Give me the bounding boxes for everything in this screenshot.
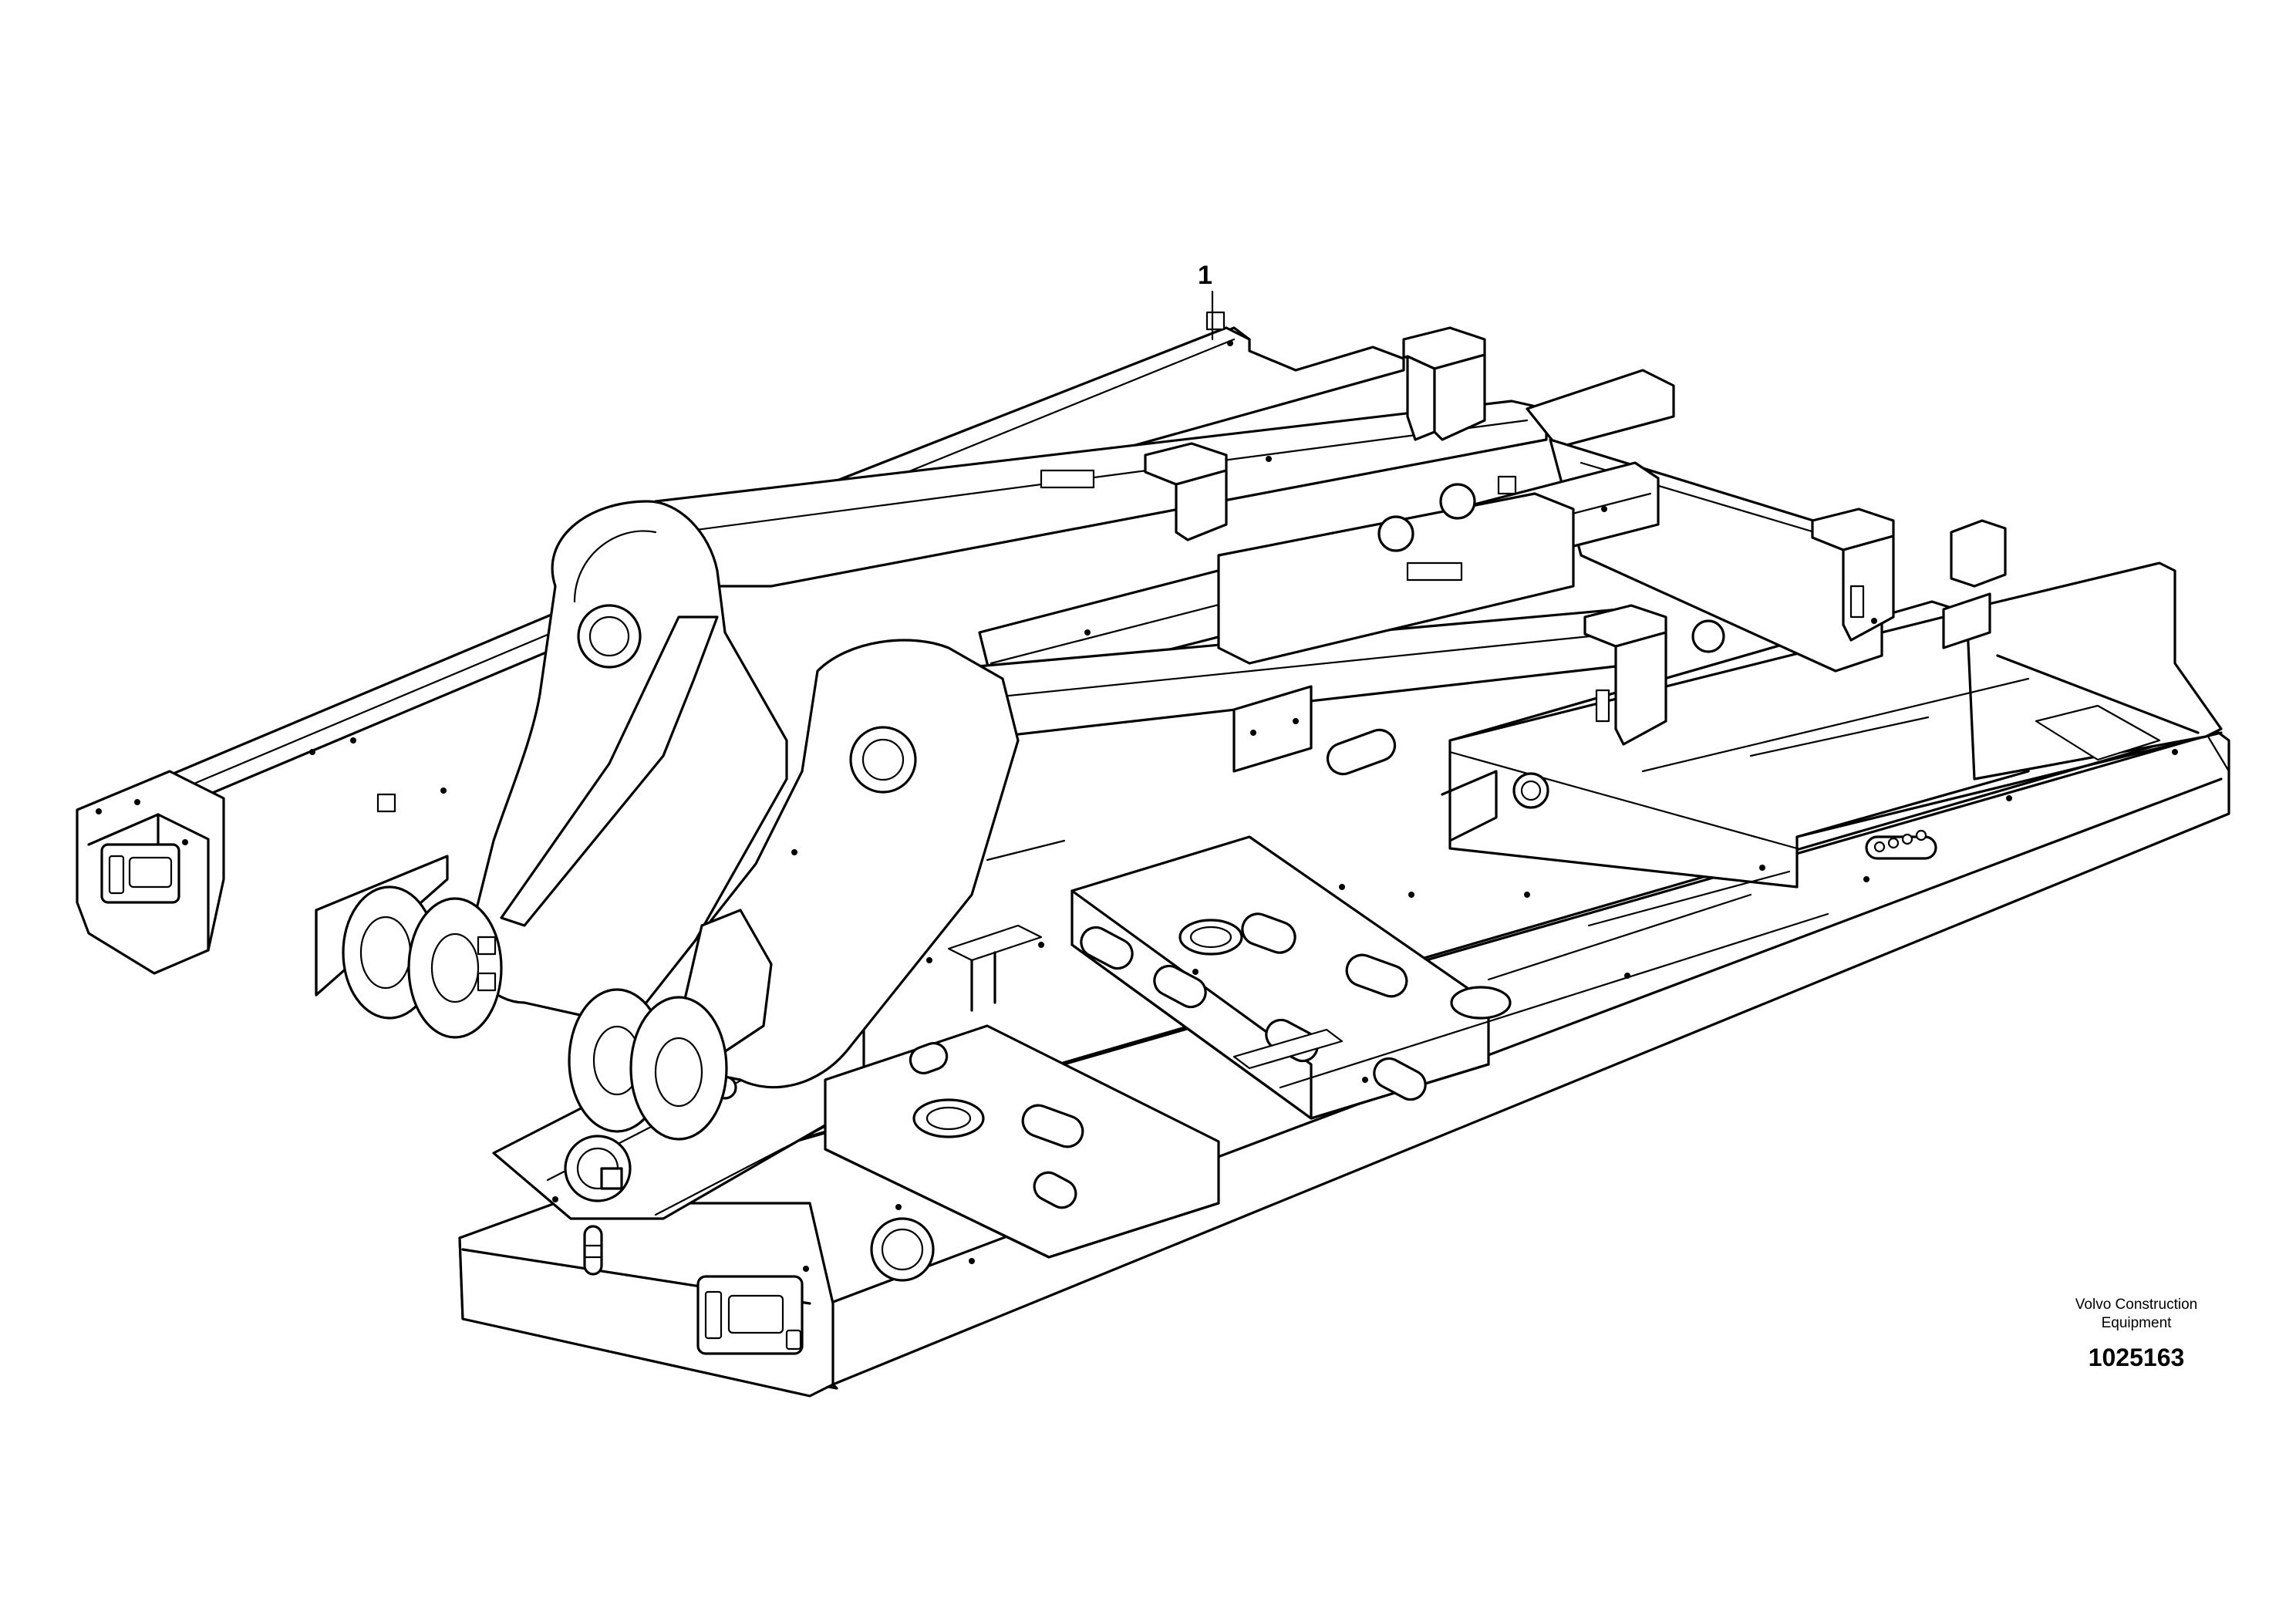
callout-1-label: 1	[1198, 261, 1212, 290]
beam-hole-1	[1377, 515, 1414, 552]
plate-slot	[1326, 728, 1397, 776]
front-box-slot	[1021, 1104, 1084, 1148]
front-rail-slot-hole	[583, 1225, 603, 1276]
rivet-dots	[96, 340, 2178, 1272]
bracket-5	[1950, 519, 2007, 588]
bolt-plate-1	[1040, 469, 1095, 489]
bracket-3	[1811, 508, 1895, 642]
mount-brackets	[1144, 326, 2007, 773]
bracket-6	[1232, 685, 1313, 773]
illustration-number: 1025163	[2088, 1344, 2185, 1371]
lower-lug-bosses	[342, 885, 728, 1141]
boom-foot-rear-lug	[467, 500, 788, 1021]
manufacturer-line-2: Equipment	[2101, 1315, 2172, 1331]
centre-slot-2	[1345, 953, 1408, 998]
centre-slot-1	[1241, 912, 1296, 954]
deck-block	[600, 1167, 623, 1190]
figure-caption: Volvo Construction Equipment 1025163	[2036, 1296, 2237, 1372]
bracket-4	[1583, 604, 1667, 746]
bracket-2	[1144, 442, 1228, 541]
centre-bore-2	[1450, 986, 1512, 1020]
bracket-1	[1402, 326, 1486, 441]
beam-hole-3	[1691, 619, 1725, 653]
beam-hole-2	[1439, 483, 1476, 520]
left-lifting-eye-slot	[128, 856, 173, 889]
centre-frame	[824, 728, 1549, 1259]
manufacturer-line-1: Volvo Construction	[2075, 1297, 2198, 1313]
upper-cross-beam	[654, 326, 1883, 742]
right-frame-rail	[1448, 561, 2223, 889]
right-rail-slot	[1865, 835, 1937, 860]
floor-panels	[376, 311, 2161, 1089]
front-lifting-eye-slot	[727, 1294, 784, 1334]
